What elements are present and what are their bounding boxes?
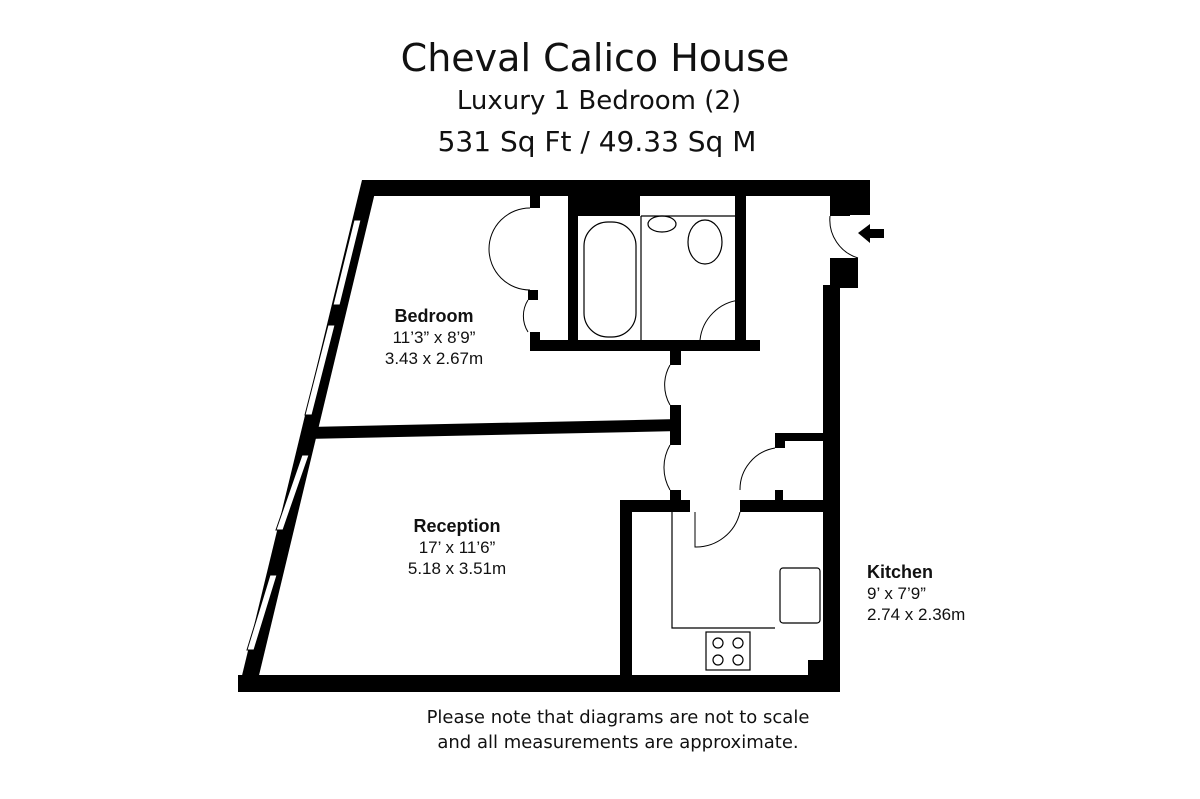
disclaimer: Please note that diagrams are not to sca…	[427, 705, 810, 755]
disclaimer-line-1: Please note that diagrams are not to sca…	[426, 707, 810, 728]
bathtub-icon	[583, 221, 637, 338]
entrance-arrow-icon	[858, 224, 884, 243]
reception-label: Reception 17’ x 11’6” 5.18 x 3.51m	[408, 516, 506, 579]
floor-area: 531 Sq Ft / 49.33 Sq M	[437, 125, 757, 158]
apartment-type: Luxury 1 Bedroom (2)	[456, 86, 742, 116]
room-metric: 2.74 x 2.36m	[867, 605, 966, 624]
walls	[238, 180, 870, 692]
room-name: Reception	[413, 516, 501, 536]
room-name: Kitchen	[867, 562, 934, 582]
room-imperial: 11’3” x 8’9”	[392, 328, 476, 347]
room-imperial: 17’ x 11’6”	[418, 538, 496, 557]
sink-icon	[779, 567, 821, 624]
bedroom-label: Bedroom 11’3” x 8’9” 3.43 x 2.67m	[385, 306, 483, 369]
room-metric: 5.18 x 3.51m	[407, 559, 507, 578]
toilet-icon	[687, 219, 723, 265]
property-title: Cheval Calico House	[400, 36, 790, 80]
room-name: Bedroom	[394, 306, 474, 326]
room-metric: 3.43 x 2.67m	[384, 349, 484, 368]
disclaimer-line-2: and all measurements are approximate.	[437, 732, 799, 753]
doors	[488, 207, 859, 548]
windows	[246, 219, 362, 651]
hob-icon	[705, 631, 751, 671]
basin-icon	[647, 215, 677, 233]
kitchen-label: Kitchen 9’ x 7’9” 2.74 x 2.36m	[867, 562, 965, 625]
room-imperial: 9’ x 7’9”	[867, 584, 926, 603]
